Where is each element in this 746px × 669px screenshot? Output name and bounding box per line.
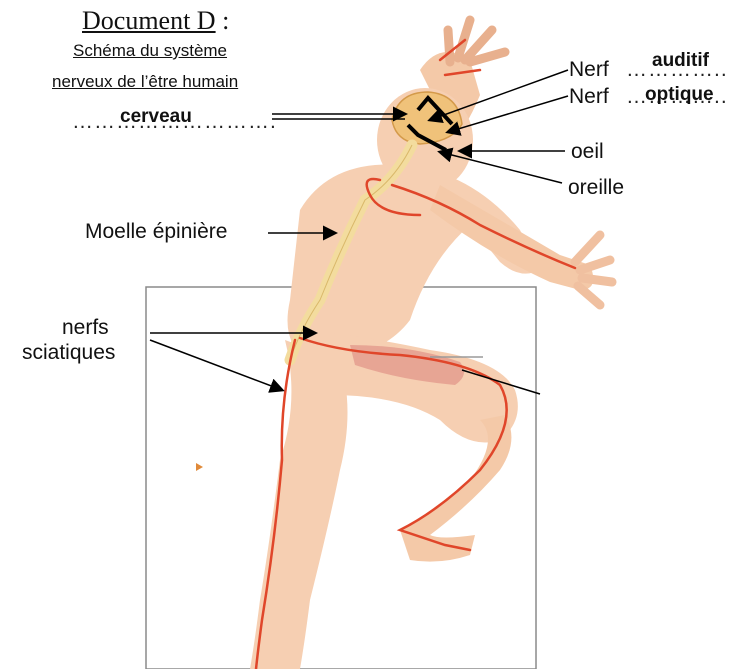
diagram-subtitle-line2: nerveux de l’être humain [52,72,238,92]
cerveau-answer: cerveau [120,106,192,128]
label-nerfs-line1: nerfs [62,316,109,340]
document-title: Document D : [82,6,229,36]
document-title-colon: : [216,6,230,35]
human-body [250,20,612,669]
nerf-optique-prefix: Nerf [569,85,609,109]
label-nerfs-line2: sciatiques [22,341,115,365]
nerf-auditif-answer: auditif [652,50,709,72]
diagram-subtitle-line1: Schéma du système [73,41,227,61]
label-oeil: oeil [571,140,604,164]
label-oreille: oreille [568,176,624,200]
nerf-auditif-prefix: Nerf [569,58,609,82]
marker-triangle [196,463,203,471]
nerf-optique-answer: optique [645,84,714,106]
label-moelle-epiniere: Moelle épinière [85,220,227,244]
document-title-main: Document D [82,6,216,35]
